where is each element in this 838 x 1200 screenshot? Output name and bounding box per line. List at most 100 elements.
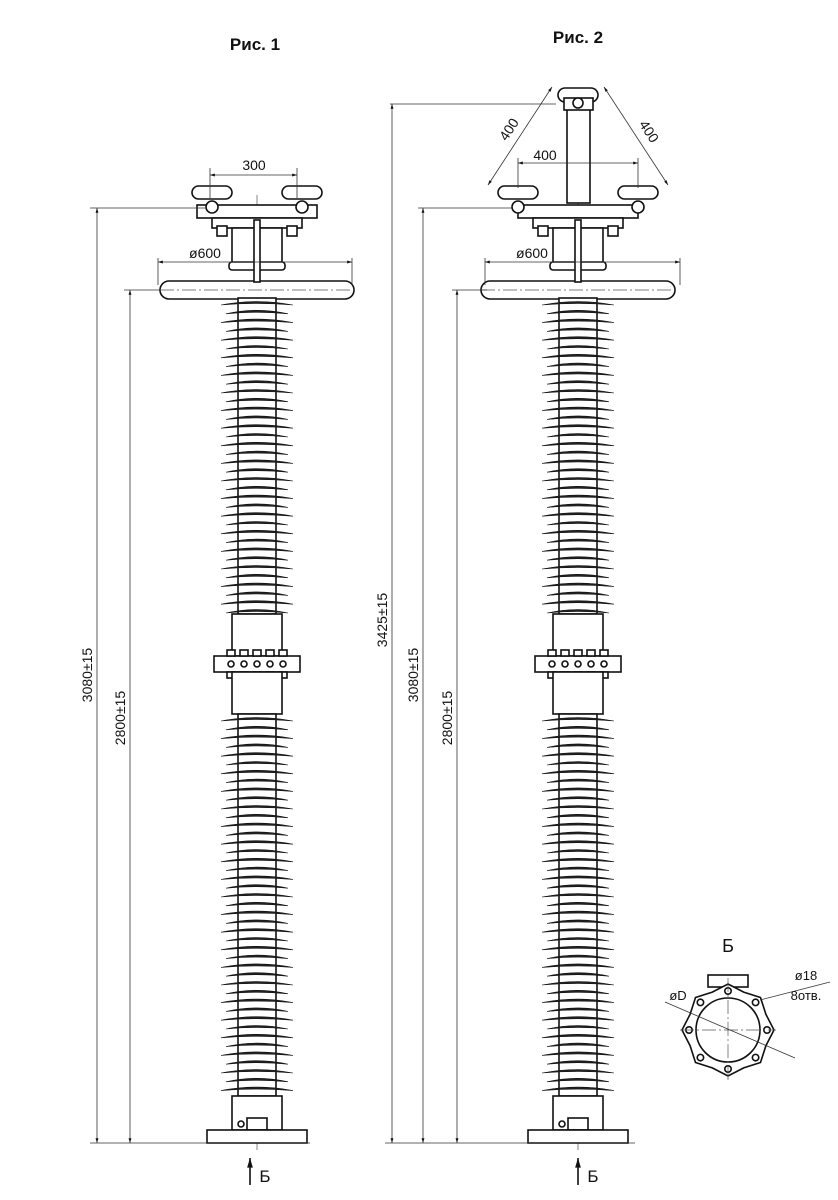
insulator-shed bbox=[541, 459, 615, 464]
insulator-shed bbox=[541, 1034, 615, 1039]
insulator-shed bbox=[546, 796, 610, 801]
insulator-shed bbox=[541, 770, 615, 775]
insulator-shed bbox=[546, 831, 610, 836]
insulator-shed bbox=[546, 415, 610, 420]
flange-bolt bbox=[226, 649, 236, 657]
insulator-shed bbox=[220, 910, 294, 915]
figure-2-title: Рис. 2 bbox=[553, 28, 603, 47]
insulator-shed bbox=[541, 1069, 615, 1074]
flange-bolt-head bbox=[253, 660, 261, 668]
insulator-shed bbox=[220, 459, 294, 464]
insulator-shed bbox=[225, 538, 289, 543]
insulator-shed bbox=[546, 761, 610, 766]
flange-bolt bbox=[547, 649, 557, 657]
insulator-shed bbox=[220, 875, 294, 880]
flange-bolt bbox=[239, 649, 249, 657]
insulator-shed bbox=[546, 849, 610, 854]
middle-flange bbox=[534, 655, 622, 673]
insulator-shed bbox=[225, 609, 289, 614]
flange-bolt bbox=[265, 649, 275, 657]
insulator-shed bbox=[220, 822, 294, 827]
insulator-shed bbox=[220, 582, 294, 587]
electrode-clamp bbox=[511, 200, 525, 214]
insulator-shed bbox=[546, 726, 610, 731]
insulator-shed bbox=[546, 884, 610, 889]
insulator-shed bbox=[225, 1042, 289, 1047]
dimension-text-2800: 2800±15 bbox=[439, 691, 455, 746]
dimension-electrode-height: 3080±15 bbox=[405, 207, 512, 1143]
insulator-shed bbox=[541, 389, 615, 394]
insulator-shed bbox=[220, 928, 294, 933]
insulator-shed bbox=[225, 468, 289, 473]
dimension-electrode-diag-right: 400 bbox=[603, 86, 669, 186]
flange-bolt-head bbox=[548, 660, 556, 668]
insulator-shed bbox=[541, 717, 615, 722]
insulator-shed bbox=[225, 574, 289, 579]
flange-diameter-label: øD bbox=[669, 988, 686, 1003]
insulator-shed bbox=[541, 752, 615, 757]
insulator-shed bbox=[546, 486, 610, 491]
electrode-clamp bbox=[295, 200, 309, 214]
insulator-shed bbox=[546, 954, 610, 959]
electrode-clamp bbox=[631, 200, 645, 214]
insulator-shed bbox=[541, 805, 615, 810]
flange-bolt-head bbox=[600, 660, 608, 668]
insulator-shed bbox=[546, 1060, 610, 1065]
insulator-shed bbox=[546, 556, 610, 561]
connection-rod bbox=[253, 219, 261, 283]
figure-1-title: Рис. 1 bbox=[230, 35, 280, 54]
insulator-shed bbox=[225, 503, 289, 508]
insulator-shed bbox=[220, 1069, 294, 1074]
figure-2-insulator bbox=[480, 185, 676, 1150]
figure-1-insulator bbox=[159, 185, 355, 1150]
insulator-shed bbox=[225, 778, 289, 783]
insulator-shed bbox=[220, 946, 294, 951]
figure-1: Рис. 1 300 ø600 3080±15 2800±15 bbox=[79, 35, 355, 1186]
dimension-ring-diameter: ø600 bbox=[484, 245, 681, 285]
bolt-hole bbox=[696, 998, 705, 1007]
insulator-shed bbox=[225, 450, 289, 455]
flange-bolt bbox=[586, 649, 596, 657]
insulator-shed bbox=[225, 849, 289, 854]
bolt-hole bbox=[751, 998, 760, 1007]
insulator-shed bbox=[225, 972, 289, 977]
insulator-shed bbox=[541, 840, 615, 845]
dimension-text-2800: 2800±15 bbox=[112, 691, 128, 746]
insulator-shed bbox=[220, 787, 294, 792]
detail-b-view: Б øD ø18 8отв. bbox=[664, 936, 831, 1082]
insulator-shed bbox=[541, 998, 615, 1003]
insulator-shed bbox=[225, 380, 289, 385]
insulator-shed bbox=[220, 770, 294, 775]
insulator-shed bbox=[541, 875, 615, 880]
insulator-core bbox=[237, 297, 277, 615]
base-plate bbox=[206, 1129, 308, 1144]
insulator-shed bbox=[546, 433, 610, 438]
insulator-shed bbox=[225, 362, 289, 367]
insulator-shed bbox=[220, 301, 294, 306]
dimension-electrode-spacing: 300 bbox=[209, 157, 298, 198]
insulator-shed bbox=[546, 1042, 610, 1047]
insulator-shed bbox=[220, 998, 294, 1003]
hole-count-label: 8отв. bbox=[791, 988, 822, 1003]
insulator-shed bbox=[541, 406, 615, 411]
dimension-text-3080: 3080±15 bbox=[405, 648, 421, 703]
connection-rod bbox=[574, 219, 582, 283]
insulator-shed bbox=[225, 433, 289, 438]
dimension-text-300: 300 bbox=[242, 157, 266, 173]
insulator-shed bbox=[546, 310, 610, 315]
insulator-shed bbox=[225, 902, 289, 907]
insulator-shed bbox=[220, 565, 294, 570]
insulator-shed bbox=[546, 345, 610, 350]
insulator-shed bbox=[541, 477, 615, 482]
insulator-shed bbox=[225, 726, 289, 731]
flange-bolt bbox=[599, 649, 609, 657]
insulator-shed bbox=[541, 946, 615, 951]
bolt-hole bbox=[696, 1053, 705, 1062]
insulator-shed bbox=[225, 919, 289, 924]
insulator-shed bbox=[220, 840, 294, 845]
insulator-shed bbox=[546, 591, 610, 596]
dimension-total-height: 3425±15 bbox=[374, 104, 394, 1143]
insulator-shed bbox=[220, 389, 294, 394]
insulator-shed bbox=[225, 866, 289, 871]
